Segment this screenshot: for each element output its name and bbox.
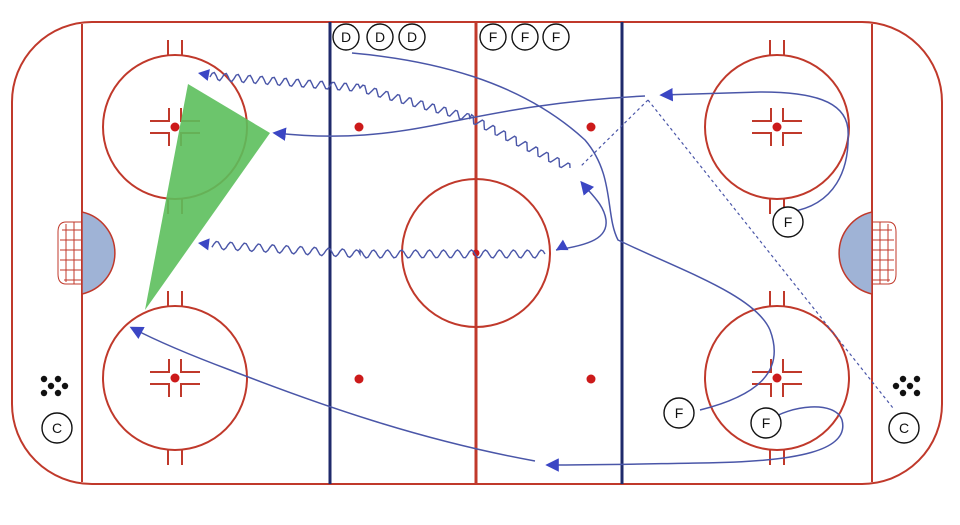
forward-token-1: F xyxy=(479,23,507,51)
svg-text:F: F xyxy=(784,214,793,230)
neutral-dot-left-bottom xyxy=(354,374,364,384)
neutral-dot-left-top xyxy=(354,122,364,132)
goal-net-right xyxy=(872,221,897,285)
neutral-dot-right-top xyxy=(586,122,596,132)
defense-token-1: D xyxy=(332,23,360,51)
svg-text:C: C xyxy=(52,420,62,436)
svg-text:D: D xyxy=(375,29,385,45)
defense-token-2: D xyxy=(366,23,394,51)
faceoff-dot-left-top xyxy=(170,122,180,132)
puck-pile-left xyxy=(40,375,69,397)
coach-token-right: C xyxy=(888,412,920,444)
faceoff-dot-right-top xyxy=(772,122,782,132)
forward-token-3: F xyxy=(542,23,570,51)
goal-net-left xyxy=(57,221,82,285)
target-zone-triangle xyxy=(145,84,270,310)
faceoff-dot-right-bottom xyxy=(772,373,782,383)
goal-crease-left xyxy=(81,211,116,295)
coach-token-left: C xyxy=(41,412,73,444)
forward-token-right-bottom-b: F xyxy=(750,407,782,439)
center-circle xyxy=(401,178,551,328)
arrow-head-middle-carry xyxy=(198,238,210,251)
center-dot xyxy=(472,249,480,257)
arrow-head-top-carry xyxy=(198,69,210,81)
pass-dotted-short xyxy=(579,99,649,168)
forward-token-right-bottom-a: F xyxy=(663,397,695,429)
forward-token-2: F xyxy=(511,23,539,51)
svg-text:D: D xyxy=(407,29,417,45)
neutral-dot-right-bottom xyxy=(586,374,596,384)
forward-token-right-top: F xyxy=(772,206,804,238)
path-pass-to-left xyxy=(272,95,646,141)
goal-crease-right xyxy=(838,211,873,295)
path-f-top-right xyxy=(659,87,849,213)
svg-text:F: F xyxy=(552,29,561,45)
svg-text:F: F xyxy=(489,29,498,45)
wavy-path-top-carry xyxy=(209,71,571,169)
path-long-diagonal xyxy=(129,326,536,462)
faceoff-circle-right-top xyxy=(704,40,850,214)
svg-text:C: C xyxy=(899,420,909,436)
faceoff-circle-left-bottom xyxy=(102,291,248,465)
faceoff-dot-left-bottom xyxy=(170,373,180,383)
path-bottom-loop xyxy=(545,406,844,472)
svg-text:F: F xyxy=(675,405,684,421)
path-d-skate-wide xyxy=(351,52,775,411)
arrow-head-center-right xyxy=(556,239,569,251)
path-up-to-center xyxy=(555,180,607,251)
puck-pile-right xyxy=(892,375,921,397)
svg-text:D: D xyxy=(341,29,351,45)
svg-text:F: F xyxy=(521,29,530,45)
svg-text:F: F xyxy=(762,415,771,431)
wavy-path-middle-carry xyxy=(211,240,546,259)
defense-token-3: D xyxy=(398,23,426,51)
